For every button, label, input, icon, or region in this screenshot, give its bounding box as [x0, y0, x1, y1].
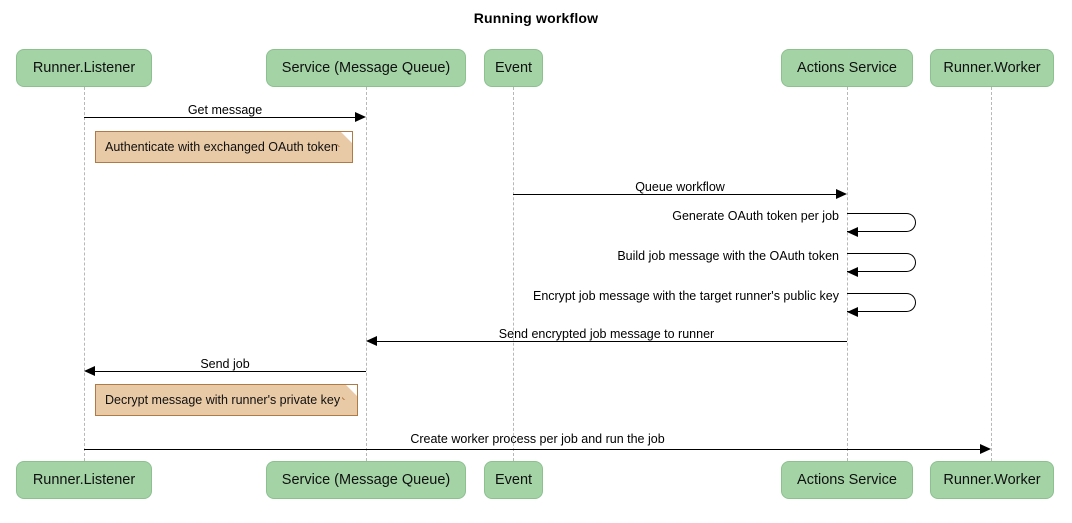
arrow-head-right-create-worker-process-per-job-and-run-the-job — [980, 443, 991, 454]
actor-top-runner-worker[interactable]: Runner.Worker — [930, 49, 1054, 87]
message-label-generate-oauth-token-per-job: Generate OAuth token per job — [672, 209, 839, 223]
actor-top-service-message-queue[interactable]: Service (Message Queue) — [266, 49, 466, 87]
arrow-head-left-encrypt-job-message-with-the-target-runners-public-key — [847, 306, 858, 317]
actor-label: Event — [494, 472, 533, 488]
self-loop-encrypt-job-message-with-the-target-runners-public-key — [847, 293, 916, 312]
actor-label: Runner.Listener — [32, 472, 136, 488]
note-decrypt-message-with-runners-private-key: Decrypt message with runner's private ke… — [95, 384, 358, 416]
message-label-queue-workflow: Queue workflow — [635, 180, 725, 194]
arrow-head-left-build-job-message-with-the-oauth-token — [847, 266, 858, 277]
actor-label: Actions Service — [797, 60, 897, 76]
actor-label: Runner.Worker — [943, 60, 1041, 76]
self-loop-build-job-message-with-the-oauth-token — [847, 253, 916, 272]
message-label-build-job-message-with-the-oauth-token: Build job message with the OAuth token — [617, 249, 839, 263]
actor-bottom-actions-service[interactable]: Actions Service — [781, 461, 913, 499]
actor-label: Runner.Worker — [943, 472, 1041, 488]
actor-bottom-event[interactable]: Event — [484, 461, 543, 499]
message-label-get-message: Get message — [187, 103, 263, 117]
arrow-head-right-get-message — [355, 111, 366, 122]
lifeline-runner-listener — [84, 87, 85, 461]
note-label: Authenticate with exchanged OAuth token — [105, 140, 338, 154]
lifeline-service-message-queue — [366, 87, 367, 461]
actor-label: Actions Service — [797, 472, 897, 488]
actor-label: Service (Message Queue) — [281, 60, 451, 76]
lifeline-runner-worker — [991, 87, 992, 461]
actor-label: Service (Message Queue) — [281, 472, 451, 488]
note-fold-icon — [341, 132, 352, 143]
message-line-send-encrypted-job-message-to-runner — [377, 341, 847, 342]
message-line-send-job — [95, 371, 366, 372]
actor-label: Event — [494, 60, 533, 76]
diagram-title: Running workflow — [473, 10, 599, 26]
message-label-encrypt-job-message-with-the-target-runners-public-key: Encrypt job message with the target runn… — [532, 289, 839, 303]
self-loop-generate-oauth-token-per-job — [847, 213, 916, 232]
arrow-head-left-send-job — [84, 365, 95, 376]
actor-bottom-runner-worker[interactable]: Runner.Worker — [930, 461, 1054, 499]
message-line-create-worker-process-per-job-and-run-the-job — [84, 449, 980, 450]
arrow-head-left-send-encrypted-job-message-to-runner — [366, 335, 377, 346]
actor-bottom-runner-listener[interactable]: Runner.Listener — [16, 461, 152, 499]
lifeline-event — [513, 87, 514, 461]
actor-top-event[interactable]: Event — [484, 49, 543, 87]
actor-bottom-service-message-queue[interactable]: Service (Message Queue) — [266, 461, 466, 499]
message-label-send-encrypted-job-message-to-runner: Send encrypted job message to runner — [498, 327, 715, 341]
message-line-get-message — [84, 117, 355, 118]
message-line-queue-workflow — [513, 194, 836, 195]
note-fold-icon — [346, 385, 357, 396]
message-label-create-worker-process-per-job-and-run-the-job: Create worker process per job and run th… — [410, 432, 665, 446]
arrow-head-right-queue-workflow — [836, 188, 847, 199]
actor-label: Runner.Listener — [32, 60, 136, 76]
message-label-send-job: Send job — [200, 357, 250, 371]
actor-top-actions-service[interactable]: Actions Service — [781, 49, 913, 87]
arrow-head-left-generate-oauth-token-per-job — [847, 226, 858, 237]
actor-top-runner-listener[interactable]: Runner.Listener — [16, 49, 152, 87]
note-label: Decrypt message with runner's private ke… — [105, 393, 341, 407]
note-authenticate-with-exchanged-oauth-token: Authenticate with exchanged OAuth token — [95, 131, 353, 163]
